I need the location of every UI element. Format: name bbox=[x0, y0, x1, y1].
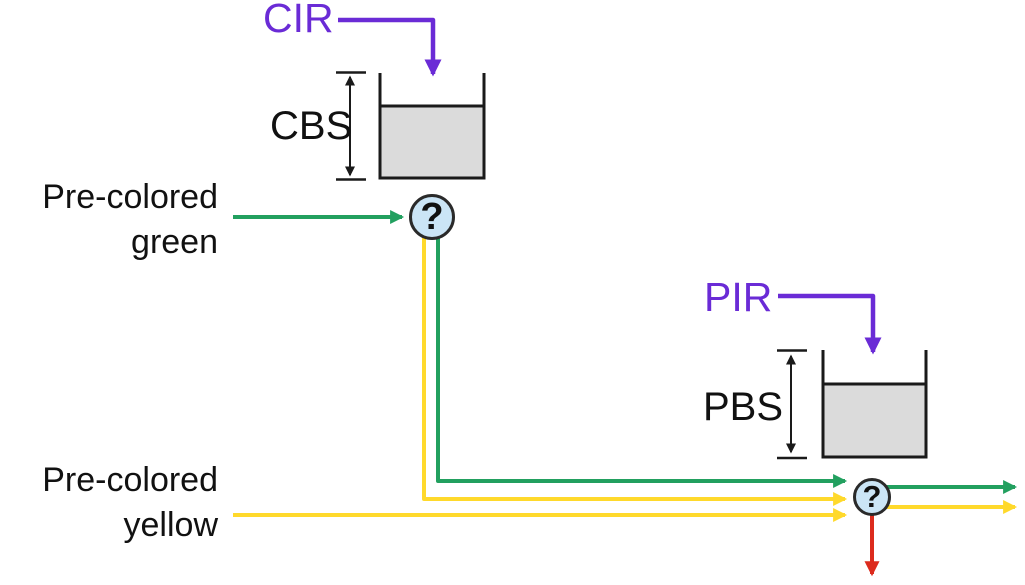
cbs-measure-ticks bbox=[336, 71, 366, 181]
question-mark-icon: ? bbox=[420, 195, 444, 238]
pir-pointer-arrow bbox=[778, 293, 882, 355]
pre-colored-yellow-line1: Pre-colored bbox=[42, 461, 218, 499]
question-marker-node-1: ? bbox=[409, 194, 455, 240]
pbs-bucket bbox=[821, 350, 928, 459]
pbs-measure-ticks bbox=[777, 349, 807, 460]
pir-label: PIR bbox=[704, 274, 773, 320]
pre-colored-green-line1: Pre-colored bbox=[42, 178, 218, 216]
pbs-bucket-walls bbox=[821, 350, 928, 385]
cbs-bucket-walls bbox=[378, 73, 486, 107]
pbs-bucket-water bbox=[821, 382, 928, 459]
cbs-label: CBS bbox=[270, 104, 353, 148]
pre-colored-yellow-line2: yellow bbox=[123, 506, 218, 544]
question-mark-icon: ? bbox=[862, 479, 882, 514]
green-route-arrow bbox=[436, 225, 848, 488]
question-marker-node-2: ? bbox=[853, 478, 891, 516]
cir-label: CIR bbox=[263, 0, 334, 41]
pbs-measure bbox=[777, 349, 807, 460]
cbs-bucket bbox=[378, 73, 486, 180]
cbs-measure bbox=[336, 71, 366, 181]
cir-pointer-arrow bbox=[338, 17, 442, 77]
pre-colored-green-line2: green bbox=[131, 223, 218, 261]
yellow-route-arrow bbox=[422, 225, 848, 506]
pre-colored-yellow-label: Pre-colored yellow bbox=[0, 458, 218, 548]
pbs-label: PBS bbox=[703, 385, 784, 429]
cbs-bucket-water bbox=[378, 104, 486, 180]
pre-colored-green-label: Pre-colored green bbox=[0, 175, 218, 265]
